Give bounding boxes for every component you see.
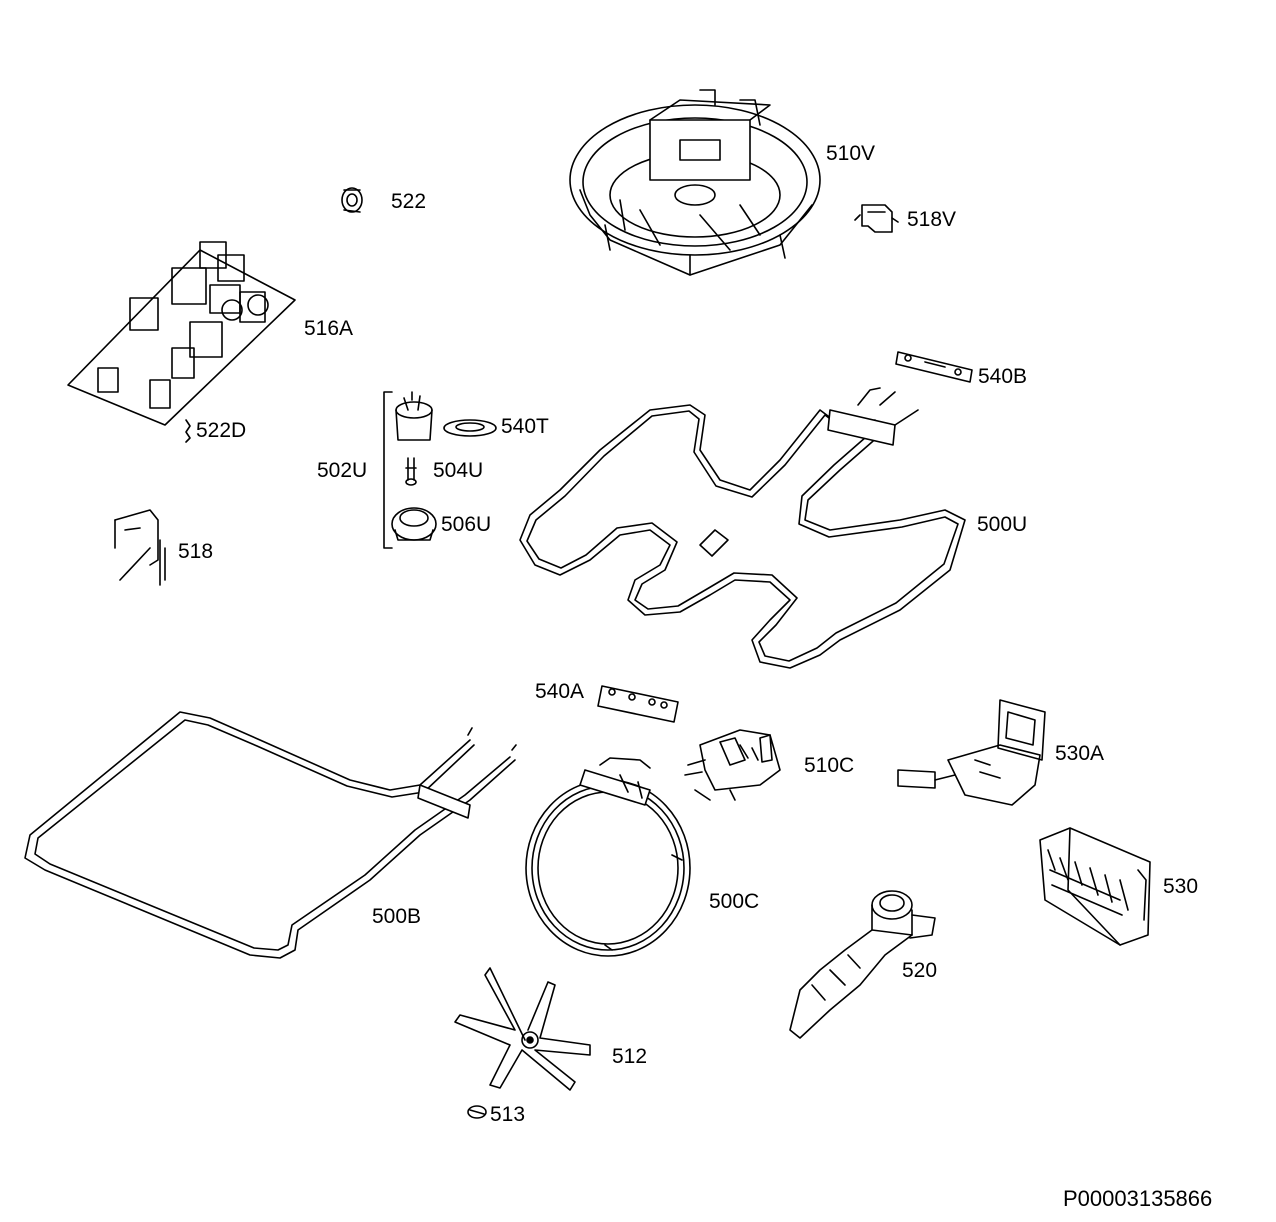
control-board-516a bbox=[67, 241, 296, 426]
clip-522 bbox=[341, 187, 363, 213]
lamp-cover-506u bbox=[391, 507, 437, 541]
label-530: 530 bbox=[1163, 875, 1199, 898]
fan-motor-assembly-510v bbox=[569, 89, 821, 276]
label-516a: 516A bbox=[304, 317, 354, 340]
door-lock-530a bbox=[897, 699, 1046, 806]
convection-fan-motor-510c bbox=[684, 729, 781, 801]
label-500u: 500U bbox=[977, 513, 1028, 536]
label-512: 512 bbox=[612, 1045, 648, 1068]
lamp-pin-504u bbox=[405, 457, 417, 486]
label-500b: 500B bbox=[372, 905, 422, 928]
bracket-518v bbox=[854, 204, 899, 233]
label-520: 520 bbox=[902, 959, 938, 982]
label-506u: 506U bbox=[441, 513, 492, 536]
timer-control-520 bbox=[789, 890, 936, 1039]
label-522d: 522D bbox=[196, 419, 247, 442]
lamp-holder-502u bbox=[395, 391, 433, 441]
label-510c: 510C bbox=[804, 754, 855, 777]
circular-heating-element-500c bbox=[525, 757, 691, 957]
label-540a: 540A bbox=[535, 680, 585, 703]
label-518v: 518V bbox=[907, 208, 957, 231]
document-reference-number: P00003135866 bbox=[1063, 1186, 1213, 1211]
label-510v: 510V bbox=[826, 142, 876, 165]
gasket-plate-540a bbox=[597, 685, 679, 723]
label-518: 518 bbox=[178, 540, 214, 563]
fan-blade-512 bbox=[454, 967, 591, 1091]
label-502u: 502U bbox=[317, 459, 368, 482]
spring-522d bbox=[185, 419, 191, 443]
label-513: 513 bbox=[490, 1103, 526, 1126]
label-530a: 530A bbox=[1055, 742, 1105, 765]
bottom-heating-element-500b bbox=[24, 711, 517, 959]
label-540b: 540B bbox=[978, 365, 1028, 388]
label-500c: 500C bbox=[709, 890, 760, 913]
label-504u: 504U bbox=[433, 459, 484, 482]
terminal-block-530 bbox=[1039, 827, 1151, 946]
seal-ring-540t bbox=[443, 419, 497, 437]
group-bracket-502u bbox=[383, 391, 393, 549]
label-540t: 540T bbox=[501, 415, 549, 438]
gasket-plate-540b bbox=[895, 351, 973, 383]
nut-513 bbox=[467, 1105, 487, 1119]
top-heating-element-500u bbox=[519, 387, 966, 669]
label-522: 522 bbox=[391, 190, 427, 213]
thermostat-bracket-518 bbox=[114, 509, 166, 586]
